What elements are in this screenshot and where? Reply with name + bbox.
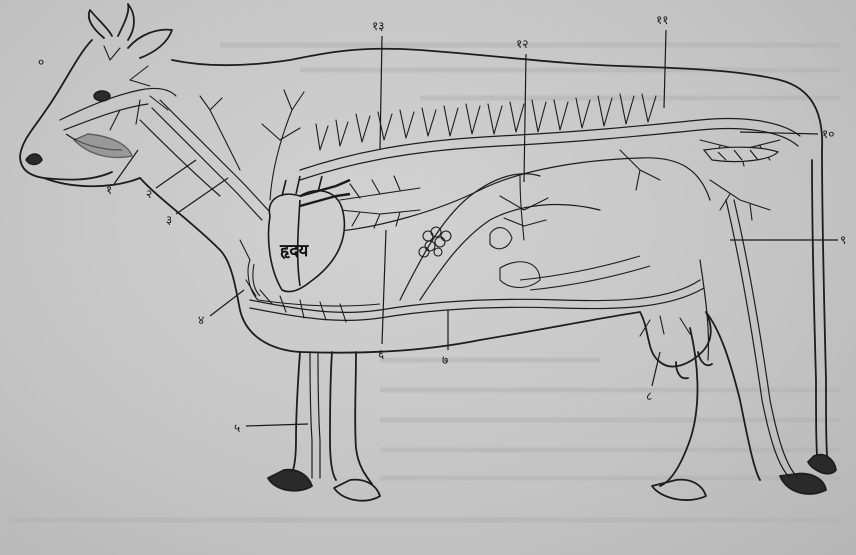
- label-6: ६: [378, 347, 384, 361]
- label-1: १: [106, 183, 112, 197]
- background-text-bleed: [10, 45, 840, 520]
- label-8: ८: [646, 389, 652, 403]
- heart: [269, 176, 351, 292]
- corner-mark: ०: [38, 55, 44, 69]
- label-2: २: [146, 187, 152, 201]
- hip-vessel-loop: [704, 147, 778, 161]
- cow-outline: [20, 4, 836, 501]
- dorsal-branches: [104, 46, 780, 336]
- label-3: ३: [166, 213, 172, 227]
- organ-cluster: [419, 227, 650, 290]
- label-4: ४: [198, 313, 204, 327]
- label-9: ९: [840, 233, 846, 247]
- label-13: १३: [372, 19, 384, 33]
- label-10: १०: [822, 127, 834, 141]
- label-7: ७: [442, 353, 448, 367]
- face-details: [26, 91, 132, 165]
- label-11: ११: [656, 13, 668, 27]
- heart-label: हृदय: [279, 241, 309, 261]
- label-5: ५: [234, 421, 240, 435]
- part-labels: १ २ ३ ४ ५ ६ ७ ८ ९ १० ११ १२ १३ ०: [38, 13, 846, 435]
- label-12: १२: [516, 37, 528, 51]
- leader-lines: [114, 30, 838, 426]
